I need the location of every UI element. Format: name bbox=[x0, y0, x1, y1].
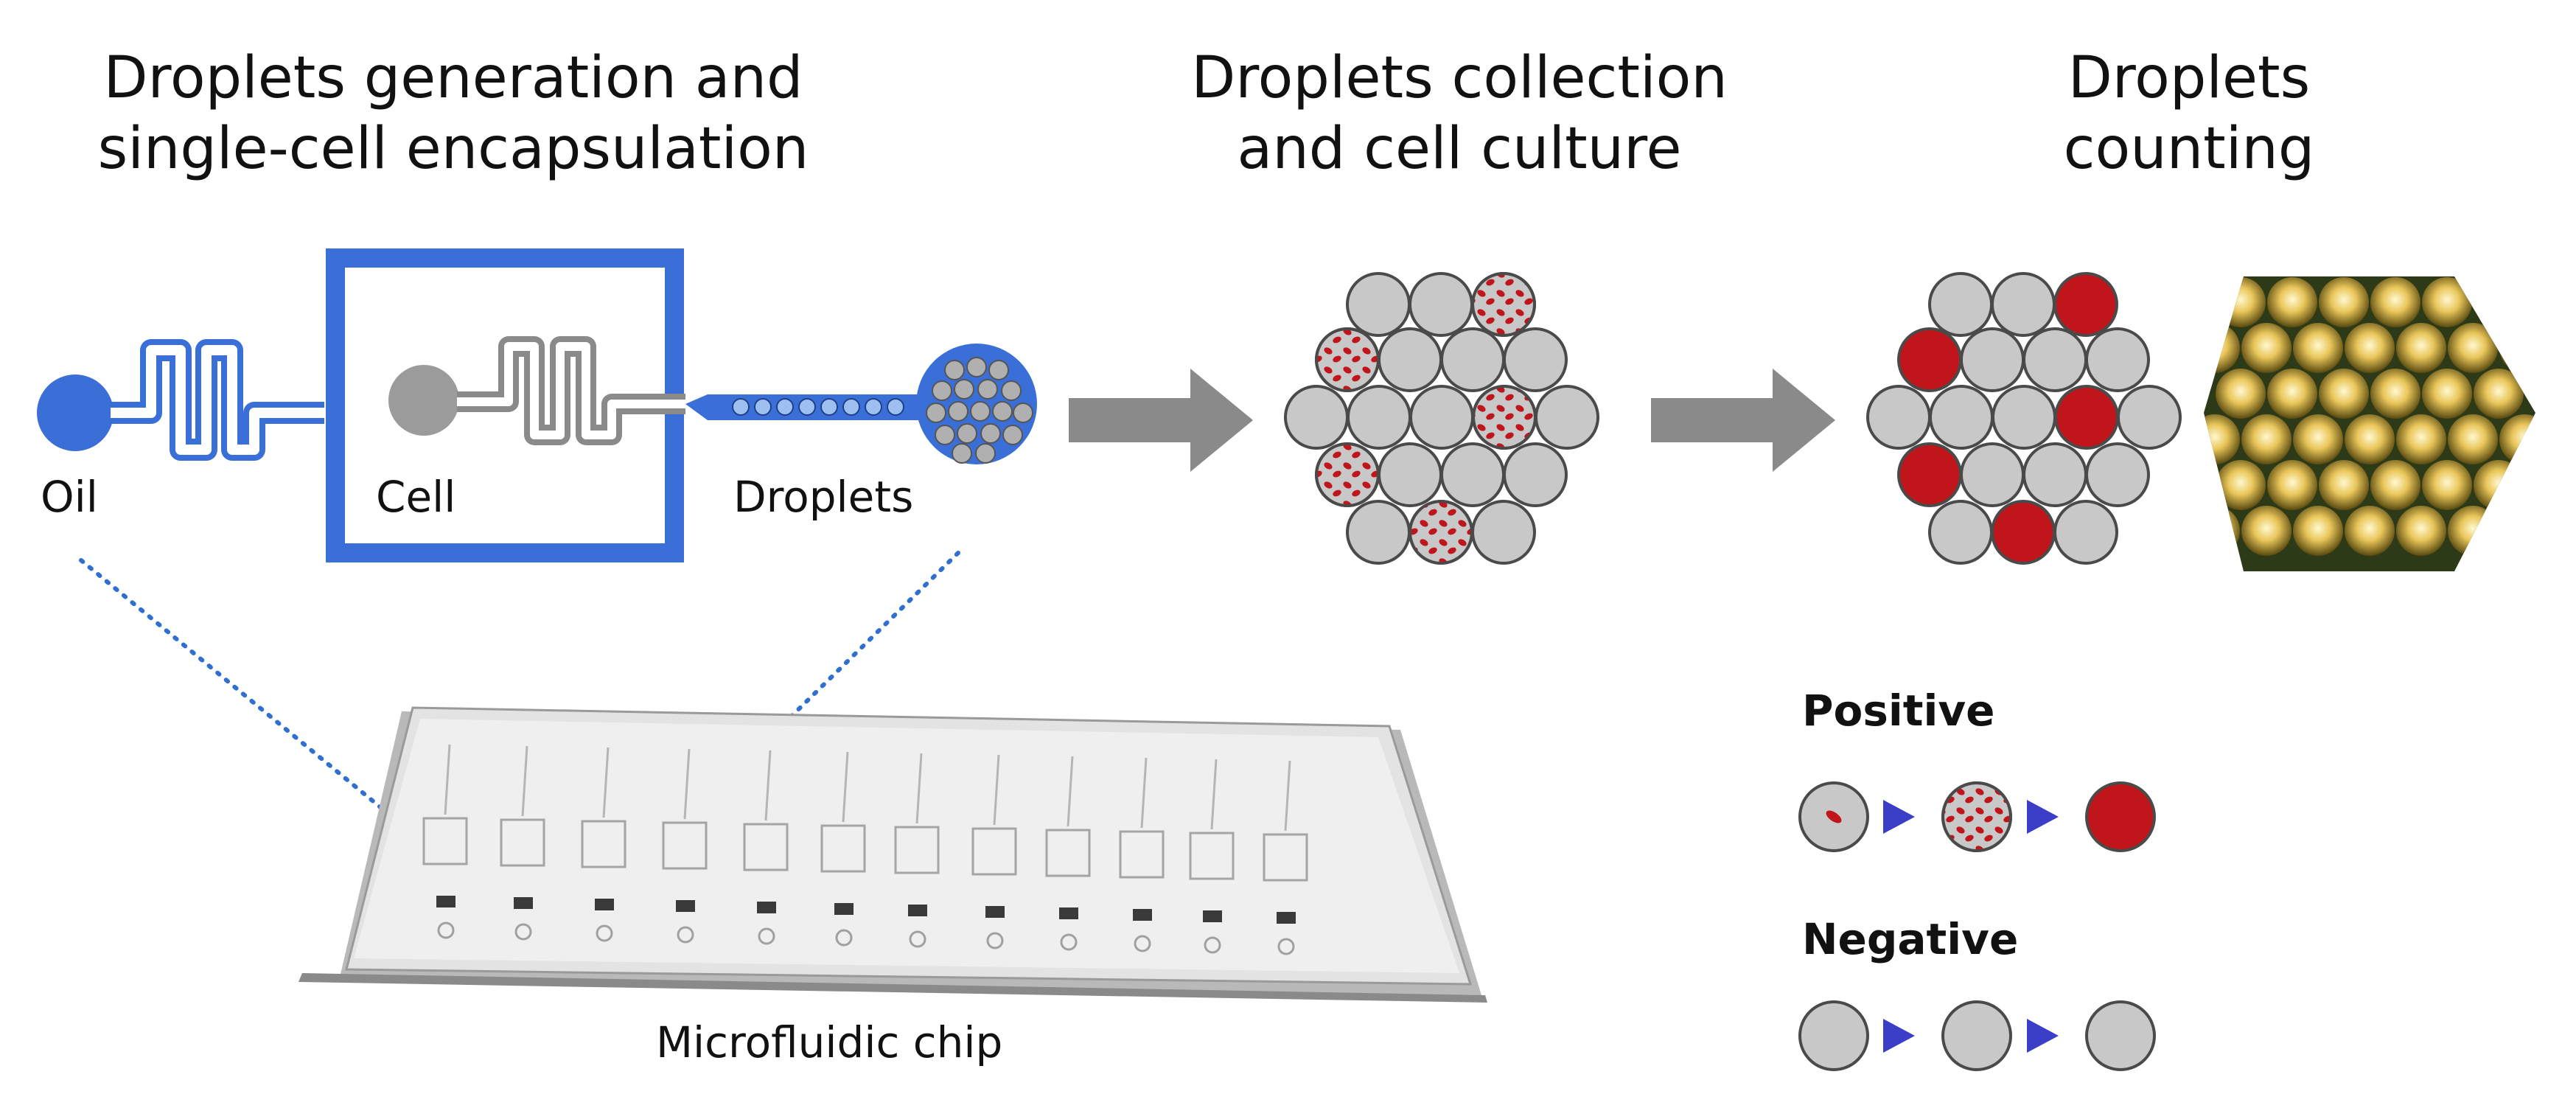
step3-title-line1: Droplets bbox=[2067, 45, 2311, 111]
legend-positive-label: Positive bbox=[1802, 686, 1995, 736]
oil-label: Oil bbox=[41, 472, 98, 522]
step1-title-line2: single-cell encapsulation bbox=[97, 116, 809, 182]
oil-inlet bbox=[37, 374, 114, 451]
step2-title: Droplets collection and cell culture bbox=[1106, 43, 1813, 184]
microfluidic-chip-illustration bbox=[299, 706, 1487, 1003]
step2-title-line1: Droplets collection bbox=[1191, 45, 1728, 111]
droplets-label: Droplets bbox=[733, 472, 914, 522]
legend-positive-sequence bbox=[1798, 781, 2156, 852]
cell-inlet bbox=[388, 365, 459, 436]
microscope-image bbox=[2204, 276, 2535, 571]
legend-negative-label: Negative bbox=[1802, 914, 2019, 964]
legend-negative-sequence bbox=[1798, 1000, 2156, 1071]
microfluidic-chip-label: Microfluidic chip bbox=[656, 1017, 1003, 1067]
step3-title-line2: counting bbox=[2063, 116, 2315, 182]
oil-channel bbox=[111, 339, 324, 461]
counting-droplet-cluster bbox=[1866, 272, 2182, 565]
process-arrow-1 bbox=[1069, 369, 1253, 472]
cell-label: Cell bbox=[376, 472, 456, 522]
process-arrow-2 bbox=[1651, 369, 1835, 472]
step1-title: Droplets generation and single-cell enca… bbox=[88, 43, 818, 184]
culture-droplet-cluster bbox=[1284, 272, 1599, 565]
step2-title-line2: and cell culture bbox=[1237, 116, 1682, 182]
step3-title: Droplets counting bbox=[1946, 43, 2432, 184]
step1-title-line1: Droplets generation and bbox=[103, 45, 803, 111]
microfluidic-schematic bbox=[37, 248, 1037, 562]
cell-channel bbox=[457, 336, 685, 445]
